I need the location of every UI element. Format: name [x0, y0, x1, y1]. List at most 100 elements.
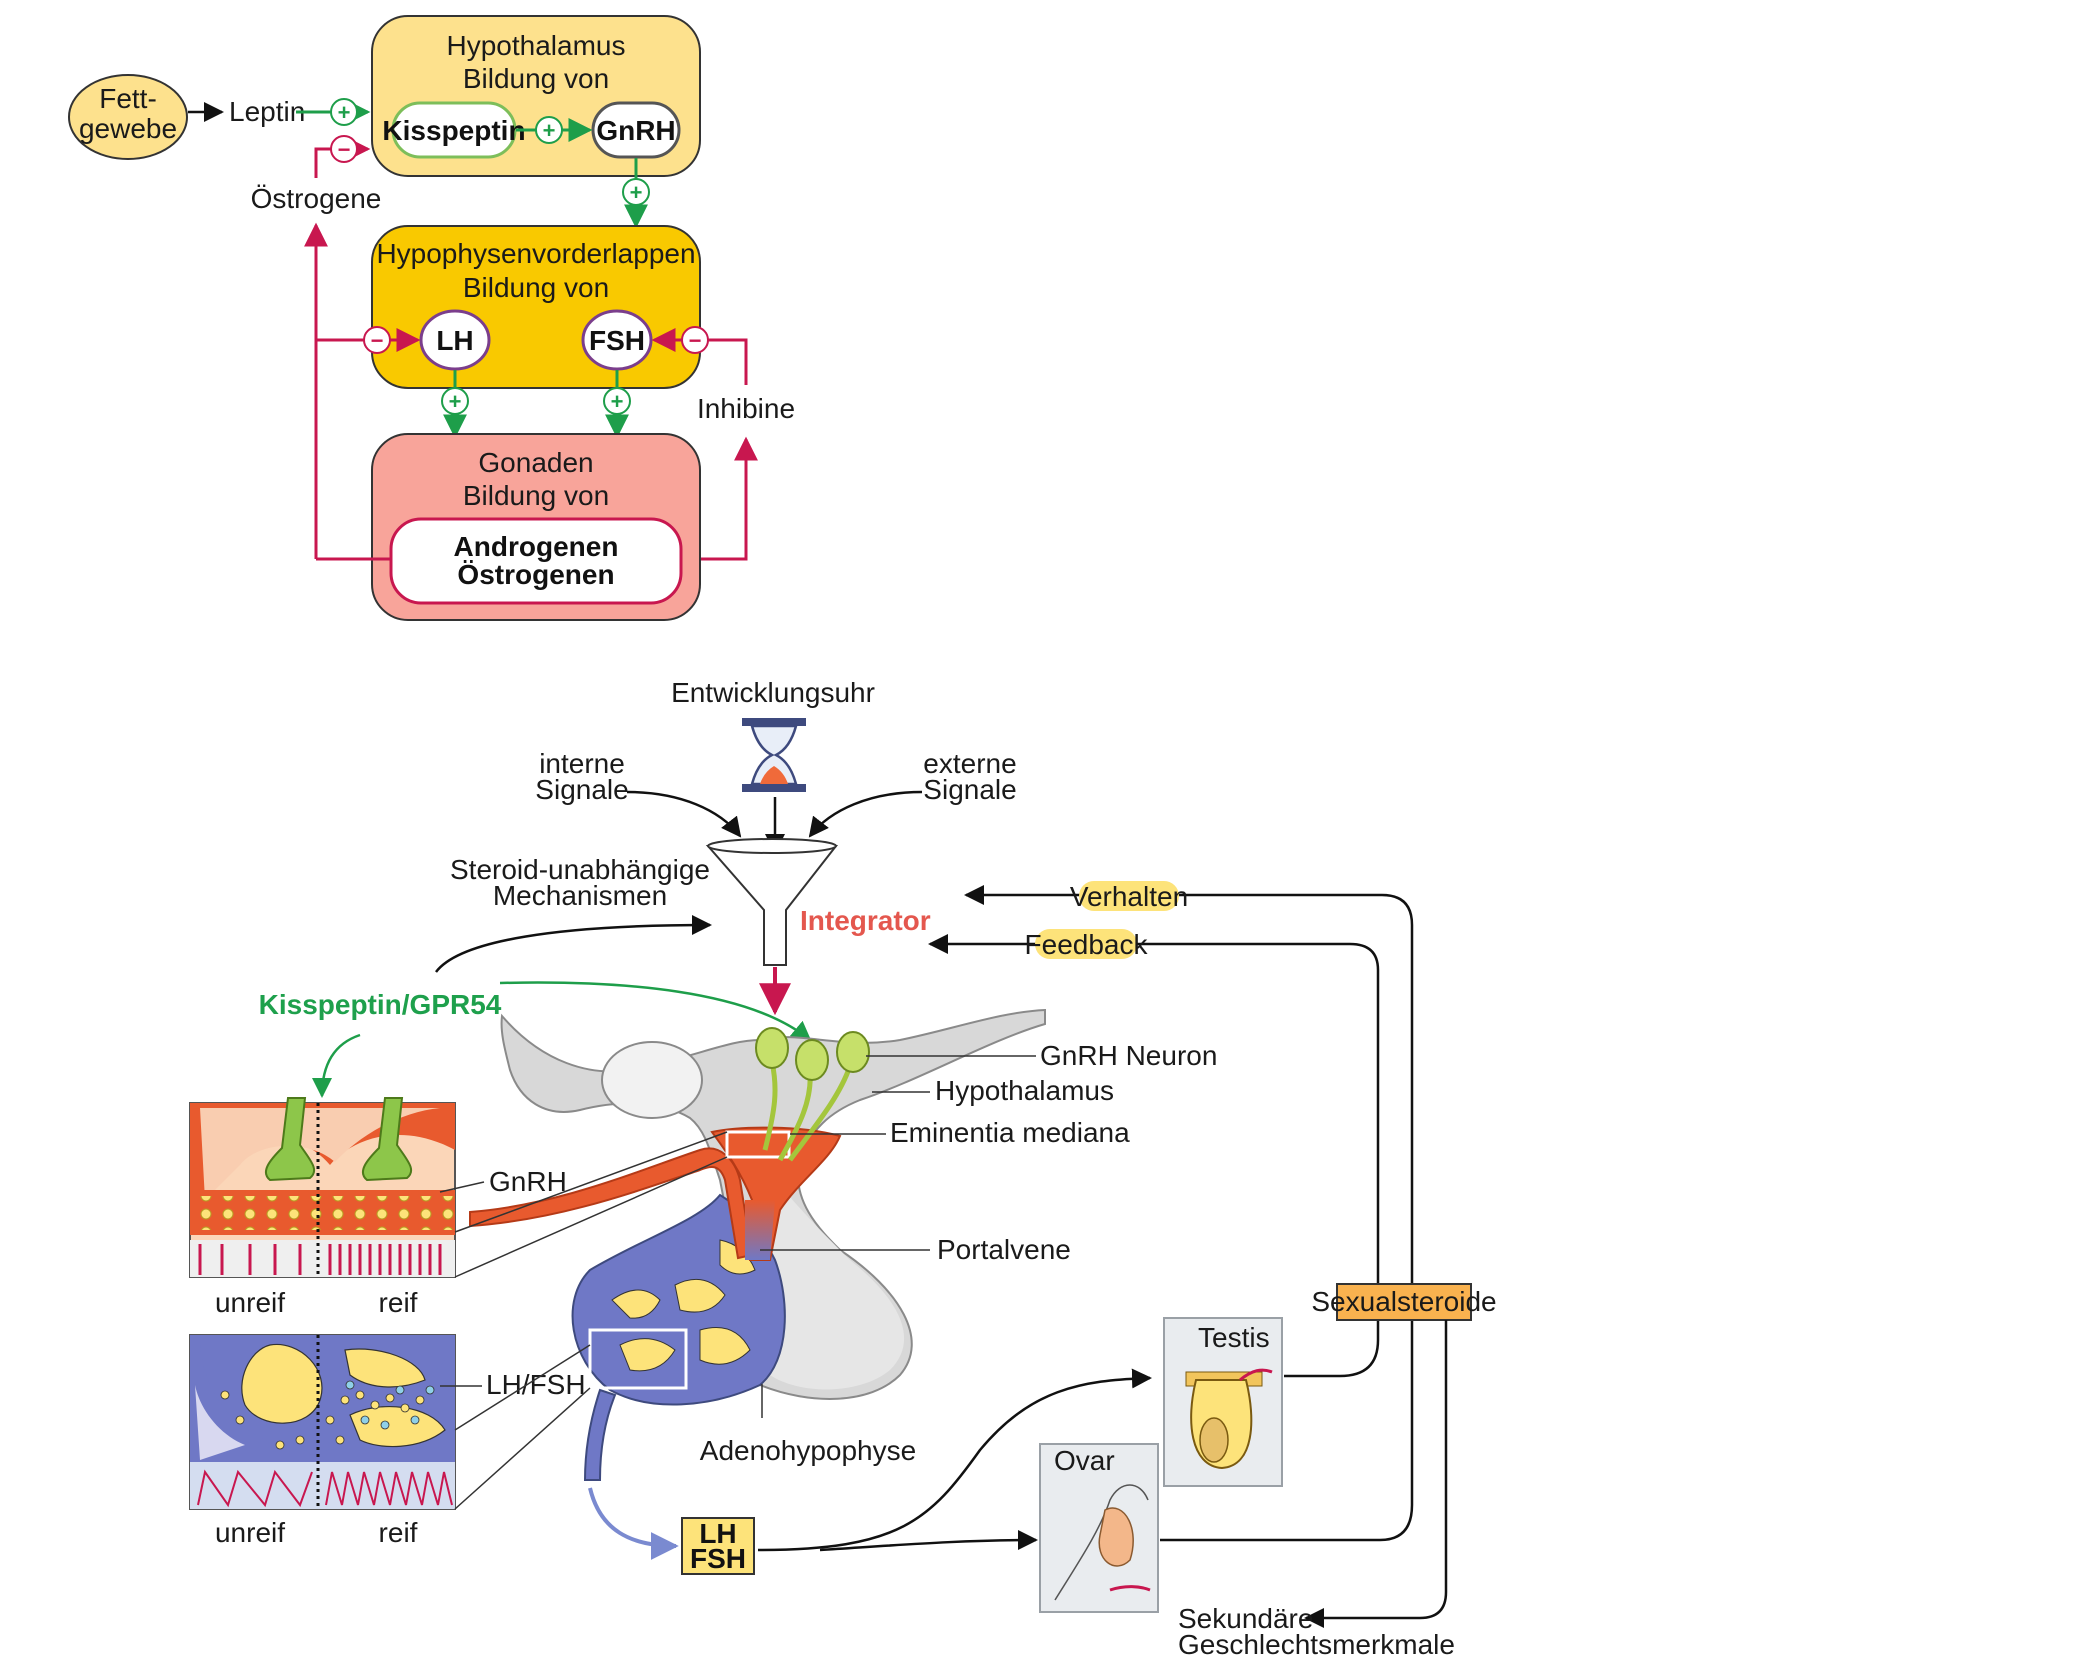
ovary-panel: Ovar [1039, 1443, 1159, 1613]
gnrh-node [591, 101, 681, 159]
kisspeptin-node [391, 101, 517, 159]
gnrh-inset [189, 1097, 456, 1278]
hourglass-icon [742, 718, 806, 792]
arrow-venous-outflow [588, 1487, 679, 1560]
lh-label: LH [436, 325, 473, 356]
funnel-rim [707, 838, 837, 854]
connector-gnrh-inset-2 [454, 1131, 728, 1233]
plus-sign: + [543, 118, 556, 143]
lh-box-label: LH [699, 1518, 736, 1549]
gnrh-neurons [755, 1027, 870, 1162]
minus-sign: − [338, 137, 351, 162]
portal-plexus [710, 1126, 842, 1261]
leader-gnrh-inset [439, 1181, 485, 1193]
sex-steroids-label: Sexualsteroide [1311, 1286, 1496, 1317]
fsh-node [581, 309, 653, 371]
lh-fsh-inset [189, 1334, 456, 1510]
feedback-tag [1035, 929, 1137, 959]
portal-stalk [745, 1200, 775, 1260]
gonads-subtitle: Bildung von [463, 480, 609, 511]
testis-to-steroids [1284, 1300, 1380, 1378]
lh-fsh-inset-immature: unreif [215, 1517, 285, 1548]
plus-icon [622, 178, 650, 206]
arrow-kisspeptin-to-neuron [499, 981, 812, 1042]
plus-sign: + [449, 389, 462, 414]
arrow-external-signals [808, 790, 923, 838]
lh-fsh-pulses-mature [325, 1471, 453, 1506]
testis-label: Testis [1198, 1322, 1270, 1353]
arrow-feedback [928, 934, 1380, 1300]
connector-lh-fsh-inset [454, 1387, 591, 1510]
inhibine-label: Inhibine [697, 393, 795, 424]
adenohypophysis-shape [571, 1193, 786, 1406]
kisspeptin-label: Kisspeptin [382, 115, 525, 146]
feedback-label: Feedback [1025, 929, 1149, 960]
integrator-label: Integrator [800, 905, 931, 936]
plus-icon [535, 116, 563, 144]
hypothalamus-subtitle: Bildung von [463, 63, 609, 94]
minus-icon [363, 326, 391, 354]
plus-sign: + [338, 100, 351, 125]
ovary-label: Ovar [1054, 1445, 1115, 1476]
arrow-kisspeptin-to-inset [312, 1033, 361, 1098]
behavior-label: Verhalten [1070, 881, 1188, 912]
pituitary-box: Hypophysenvorderlappen Bildung von LH FS… [371, 225, 701, 389]
minus-sign: − [371, 328, 384, 353]
lh-fsh-inset-mature: reif [379, 1517, 418, 1548]
median-eminence-label: Eminentia mediana [890, 1117, 1130, 1148]
gnrh-inset-label: GnRH [489, 1166, 567, 1197]
androgens-label: Androgenen [454, 531, 619, 562]
estrogens-product-label: Östrogenen [457, 559, 614, 590]
arrow-to-testis [757, 1368, 1152, 1552]
plus-sign: + [611, 389, 624, 414]
hypothalamus-title: Hypothalamus [447, 30, 626, 61]
minus-sign: − [689, 328, 702, 353]
testis-panel: Testis [1163, 1317, 1283, 1487]
behavior-tag [1079, 881, 1179, 911]
portal-vein-label: Portalvene [937, 1234, 1071, 1265]
gnrh-label: GnRH [596, 115, 675, 146]
gnrh-inset-mature: reif [379, 1287, 418, 1318]
arrow-secondary-sex [1304, 1320, 1448, 1628]
estrogens-label: Östrogene [251, 183, 382, 214]
lh-fsh-inset-label: LH/FSH [486, 1369, 586, 1400]
lh-node [419, 309, 491, 371]
leptin-label: Leptin [229, 96, 305, 127]
minus-icon [330, 135, 358, 163]
adenohypophysis-label: Adenohypophyse [700, 1435, 916, 1466]
arrow-internal-signals [626, 790, 742, 838]
connector-lh-fsh-inset-2 [454, 1344, 591, 1431]
arrow-behavior [964, 885, 1414, 1345]
plus-icon [330, 98, 358, 126]
gonads-title: Gonaden [478, 447, 593, 478]
hypothalamus-box: Hypothalamus Bildung von Kisspeptin GnRH [371, 15, 701, 177]
arrow-to-ovary [819, 1530, 1038, 1552]
pituitary-subtitle: Bildung von [463, 272, 609, 303]
gnrh-pulses-immature [198, 1244, 302, 1275]
gonads-box: Gonaden Bildung von Androgenen Östrogene… [371, 433, 701, 621]
fsh-label: FSH [589, 325, 645, 356]
gnrh-pulses-mature [328, 1244, 442, 1275]
fat-tissue-node: Fett-gewebe [68, 74, 188, 160]
gnrh-inset-immature: unreif [215, 1287, 285, 1318]
arrow-steroid-independent [435, 915, 712, 973]
sex-steroids-box [1336, 1283, 1472, 1321]
plus-icon [441, 387, 469, 415]
kisspeptin-receptor-label: Kisspeptin/GPR54 [259, 989, 502, 1020]
connector-gnrh-inset [454, 1156, 728, 1278]
hypothalamus-label: Hypothalamus [935, 1075, 1114, 1106]
arrow-inhibine-feedback [681, 436, 758, 561]
fat-tissue-label: Fett-gewebe [79, 83, 177, 144]
plus-sign: + [630, 180, 643, 205]
minus-icon [681, 326, 709, 354]
clock-label: Entwicklungsuhr [671, 677, 875, 708]
gnrh-neuron-label: GnRH Neuron [1040, 1040, 1217, 1071]
ovary-to-behavior [1160, 1345, 1414, 1542]
venous-outflow [583, 1388, 617, 1481]
plus-icon [603, 387, 631, 415]
